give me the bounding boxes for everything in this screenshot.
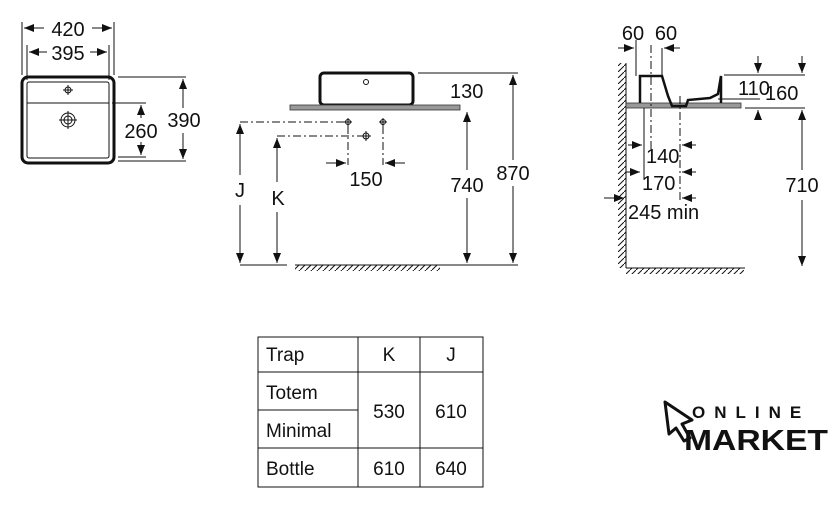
value-k: 610 [373, 459, 405, 480]
tap-marker-icon [344, 118, 352, 126]
dim-870: 870 [496, 163, 529, 185]
dim-60-left: 60 [622, 23, 644, 45]
value-j: 640 [435, 459, 467, 480]
cursor-icon [663, 400, 694, 443]
trap-table: Trap K J Totem Minimal 530 610 Bottle 61… [257, 336, 484, 488]
header-trap: Trap [266, 345, 304, 366]
logo-line2: MARKET [684, 425, 828, 457]
dim-245-min: 245 min [628, 202, 699, 224]
dim-740: 740 [450, 175, 483, 197]
dim-130: 130 [450, 81, 483, 103]
dim-390: 390 [167, 110, 200, 132]
tap-marker-icon [379, 118, 387, 126]
dim-170: 170 [642, 173, 675, 195]
dim-160: 160 [765, 83, 798, 105]
dim-710: 710 [785, 175, 818, 197]
value-j: 610 [435, 402, 467, 423]
side-view: 60 60 110 160 710 140 170 245 min [604, 23, 819, 274]
dim-260: 260 [124, 121, 157, 143]
front-view: 130 740 870 150 J K [235, 71, 530, 271]
header-k: K [383, 345, 396, 366]
drain-marker-icon [361, 131, 371, 141]
label-j: J [235, 180, 245, 202]
trap-minimal: Minimal [266, 421, 331, 442]
trap-totem: Totem [266, 383, 318, 404]
online-market-logo: ONLINE MARKET [663, 400, 828, 457]
dim-140: 140 [646, 146, 679, 168]
top-view: 420 395 390 260 [20, 19, 201, 165]
logo-line1: ONLINE [692, 403, 810, 422]
header-j: J [446, 345, 456, 366]
label-k: K [271, 188, 285, 210]
dim-110: 110 [738, 78, 770, 100]
value-k: 530 [373, 402, 405, 423]
dim-420: 420 [51, 19, 84, 41]
drain-icon [59, 111, 77, 129]
tap-hole-icon [63, 85, 73, 95]
dim-150: 150 [349, 169, 382, 191]
trap-bottle: Bottle [266, 459, 315, 480]
dim-60-right: 60 [655, 23, 677, 45]
dim-395: 395 [51, 43, 84, 65]
